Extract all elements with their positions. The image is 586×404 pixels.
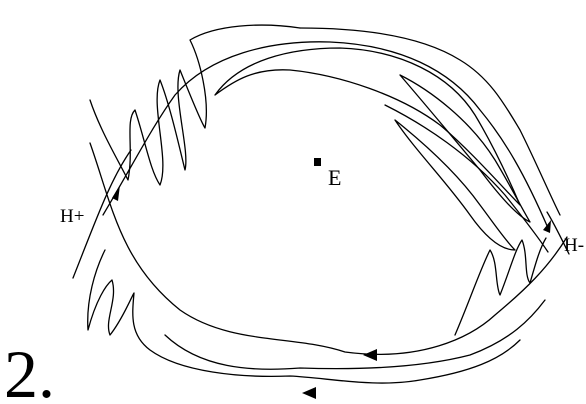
fixed-point-marker (314, 158, 321, 166)
arrowhead-h-plus (112, 185, 120, 201)
arrowhead-lower-bottom (302, 387, 316, 399)
arrowhead-lower-right (363, 349, 377, 361)
h-minus-label: H- (564, 235, 584, 256)
arrowhead-h-minus (543, 220, 551, 233)
lower-outer-orbit-curve (164, 299, 546, 370)
figure-number-label: 2. (4, 336, 55, 404)
right-lobe-curve-1 (399, 74, 531, 223)
h-plus-manifold-line (72, 149, 132, 279)
point-label: E (328, 165, 341, 190)
right-lobe-curve-3 (384, 104, 549, 253)
lower-orbit-curve (89, 142, 568, 355)
upper-tangle-lobe-curve (214, 47, 521, 206)
upper-orbit-curve (102, 41, 549, 229)
lower-left-tangle-curve (87, 249, 521, 384)
h-plus-label: H+ (60, 206, 84, 227)
upper-tangle-outer-curve (299, 27, 561, 216)
right-tangle-curve (454, 237, 547, 336)
h-minus-manifold-line (546, 211, 570, 255)
upper-left-tangle-curve (89, 24, 301, 186)
right-lobe-curve-2 (394, 119, 516, 251)
